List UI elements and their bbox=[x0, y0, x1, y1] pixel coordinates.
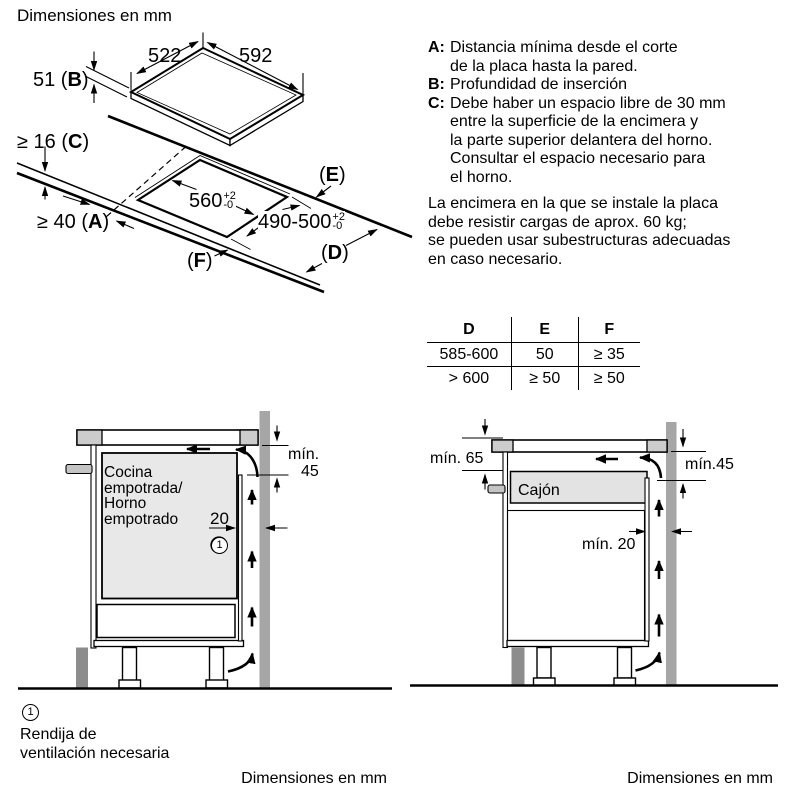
table-cell: ≥ 50 bbox=[510, 366, 579, 390]
table-header-f: F bbox=[604, 321, 615, 338]
dim-592-label: 592 bbox=[239, 45, 273, 67]
legend-line: Consultar el espacio necesario para bbox=[450, 150, 706, 167]
table-cell: ≥ 35 bbox=[578, 342, 640, 366]
hob-dimension-lines bbox=[85, 32, 304, 103]
footnote-line: Rendija de bbox=[20, 726, 97, 743]
label-e: (E) bbox=[319, 164, 346, 186]
table-cell: 585-600 bbox=[427, 342, 511, 366]
right-install-drawing bbox=[410, 422, 778, 687]
caption-right: Dimensiones en mm bbox=[627, 770, 773, 787]
footnote-line: ventilación necesaria bbox=[20, 744, 170, 762]
table-cell: 50 bbox=[510, 342, 579, 366]
dim-c-label: ≥ 16 (C) bbox=[17, 131, 90, 153]
page-title: Dimensiones en mm bbox=[17, 6, 172, 25]
note-line: La encimera en la que se instale la plac… bbox=[428, 195, 718, 212]
table-row: 585-600 50 ≥ 35 bbox=[427, 342, 640, 366]
footnote-ref-badge: 1 bbox=[22, 704, 39, 721]
note-line: en caso necesario. bbox=[428, 250, 563, 268]
right-airflow-arrows bbox=[595, 453, 664, 672]
clearance-table: D E F 585-600 50 ≥ 35 > 600 ≥ 50 ≥ 50 bbox=[427, 317, 640, 390]
label-f: (F) bbox=[187, 250, 213, 272]
note-line: se pueden usar subestructuras adecuadas bbox=[428, 232, 731, 249]
legend-line: Debe haber un espacio libre de 30 mm bbox=[450, 94, 726, 112]
table-cell: ≥ 50 bbox=[578, 366, 640, 390]
legend-letter-c: C: bbox=[428, 94, 445, 112]
caption-left: Dimensiones en mm bbox=[241, 770, 387, 787]
legend-letter-a: A: bbox=[428, 39, 445, 56]
table-row: > 600 ≥ 50 ≥ 50 bbox=[427, 366, 640, 390]
gap-20-label: 20 bbox=[210, 509, 229, 528]
legend-line: entre la superficie de la encimera y bbox=[450, 113, 699, 130]
table-header-e: E bbox=[510, 317, 579, 342]
cutout-dimension-lines bbox=[41, 146, 378, 273]
min20-label: mín. 20 bbox=[582, 536, 636, 553]
min45-left-label-2: 45 bbox=[301, 463, 319, 480]
dim-522-label: 522 bbox=[148, 45, 182, 67]
vent-ref-badge: 1 bbox=[211, 537, 228, 554]
legend-line: Distancia mínima desde el corte bbox=[450, 39, 678, 56]
dim-560-label: 560+2-0 bbox=[189, 190, 236, 212]
legend-line: la parte superior delantera del horno. bbox=[450, 131, 713, 149]
legend-letter-b: B: bbox=[428, 76, 445, 93]
left-airflow-arrows bbox=[186, 444, 259, 673]
legend-line: Profundidad de inserción bbox=[450, 76, 628, 93]
drawer-label: Cajón bbox=[518, 482, 560, 499]
table-cell: > 600 bbox=[427, 366, 511, 390]
table-header-d: D bbox=[463, 321, 475, 338]
dim-b-label: 51 (B) bbox=[33, 69, 89, 91]
min45-left-label-1: mín. bbox=[288, 446, 320, 463]
note-line: debe resistir cargas de aprox. 60 kg; bbox=[428, 213, 687, 231]
label-d: (D) bbox=[321, 242, 349, 264]
oven-label: Cocina empotrada/ Horno empotrado bbox=[104, 464, 183, 528]
table-header-row: D E F bbox=[427, 317, 640, 342]
min45-right-label: mín.45 bbox=[685, 456, 734, 473]
min65-label: mín. 65 bbox=[430, 450, 484, 467]
dim-a-label: ≥ 40 (A) bbox=[37, 211, 110, 233]
dim-490-500-label: 490-500+2-0 bbox=[258, 211, 345, 233]
left-install-dimensions bbox=[209, 425, 289, 532]
right-install-dimensions bbox=[462, 419, 706, 535]
legend-line: el horno. bbox=[450, 168, 513, 186]
legend-line: de la placa hasta la pared. bbox=[450, 57, 638, 75]
left-install-drawing bbox=[18, 411, 392, 690]
